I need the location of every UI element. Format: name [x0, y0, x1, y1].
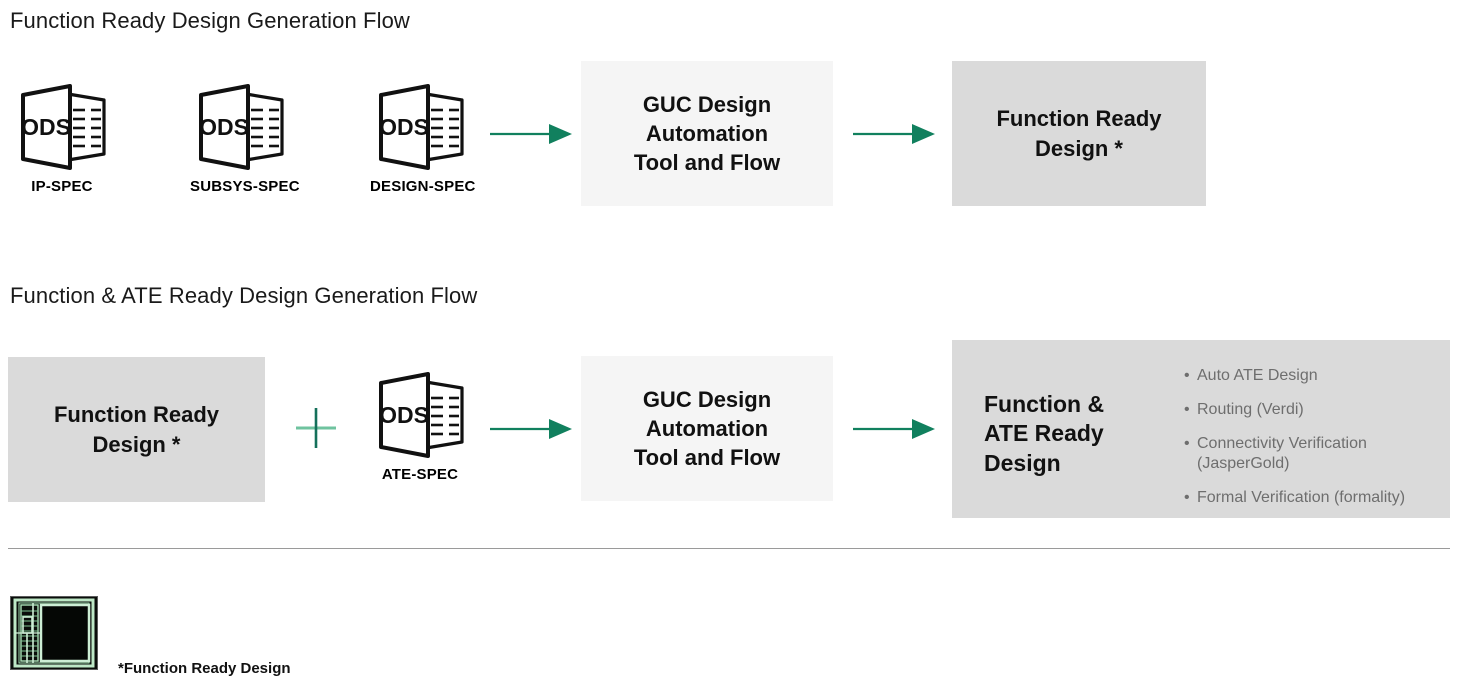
flow2-input-box[interactable]: Function Ready Design * — [8, 357, 265, 502]
arrow-right-icon — [490, 419, 572, 439]
ods-document-icon: ODS — [199, 84, 284, 170]
flow1-result-label: Function Ready Design * — [996, 106, 1162, 161]
flow1-result-box[interactable]: Function Ready Design * — [952, 61, 1206, 206]
list-item: Auto ATE Design — [1184, 366, 1405, 387]
arrow-right-icon — [853, 124, 935, 144]
ods-document-icon: ODS — [21, 84, 106, 170]
flow2-title: Function & ATE Ready Design Generation F… — [10, 283, 478, 308]
spec-label: SUBSYS-SPEC — [190, 178, 300, 195]
svg-text:ODS: ODS — [199, 114, 249, 140]
plus-icon — [296, 408, 336, 448]
list-item: Formal Verification (formality) — [1184, 488, 1405, 509]
arrow-right-icon — [853, 419, 935, 439]
list-item: Connectivity Verification (JasperGold) — [1184, 434, 1405, 476]
footer-divider — [8, 548, 1450, 549]
flow2-result-box[interactable]: Function & ATE Ready Design Auto ATE Des… — [952, 340, 1450, 518]
spec-label: IP-SPEC — [31, 178, 93, 195]
svg-text:ODS: ODS — [379, 114, 429, 140]
flow2-result-bullets: Auto ATE Design Routing (Verdi) Connecti… — [1184, 364, 1405, 509]
flow1-process-box[interactable]: GUC Design Automation Tool and Flow — [581, 61, 833, 206]
footer-note: *Function Ready Design — [118, 660, 291, 677]
flow2-result-title: Function & ATE Ready Design — [984, 391, 1105, 476]
chip-floorplan-thumbnail — [10, 596, 98, 670]
list-item: Routing (Verdi) — [1184, 400, 1405, 421]
chip-floorplan-icon — [11, 597, 97, 669]
ods-document-icon: ODS — [379, 372, 464, 458]
flow1-title: Function Ready Design Generation Flow — [10, 8, 410, 33]
ods-document-icon: ODS — [379, 84, 464, 170]
spec-node-design[interactable]: ODS DESIGN-SPEC — [370, 80, 476, 195]
spec-label: ATE-SPEC — [381, 466, 459, 483]
svg-text:ODS: ODS — [21, 114, 71, 140]
spec-label: DESIGN-SPEC — [370, 178, 476, 195]
flow2-input-label: Function Ready Design * — [53, 402, 219, 457]
flow2-process-box[interactable]: GUC Design Automation Tool and Flow — [581, 356, 833, 501]
flow2-process-label: GUC Design Automation Tool and Flow — [633, 386, 781, 471]
flow1-process-label: GUC Design Automation Tool and Flow — [633, 91, 781, 176]
spec-node-ate[interactable]: ODS ATE-SPEC — [370, 368, 470, 483]
spec-node-ip[interactable]: ODS IP-SPEC — [12, 80, 112, 195]
svg-text:ODS: ODS — [379, 402, 429, 428]
arrow-right-icon — [490, 124, 572, 144]
spec-node-subsys[interactable]: ODS SUBSYS-SPEC — [190, 80, 300, 195]
